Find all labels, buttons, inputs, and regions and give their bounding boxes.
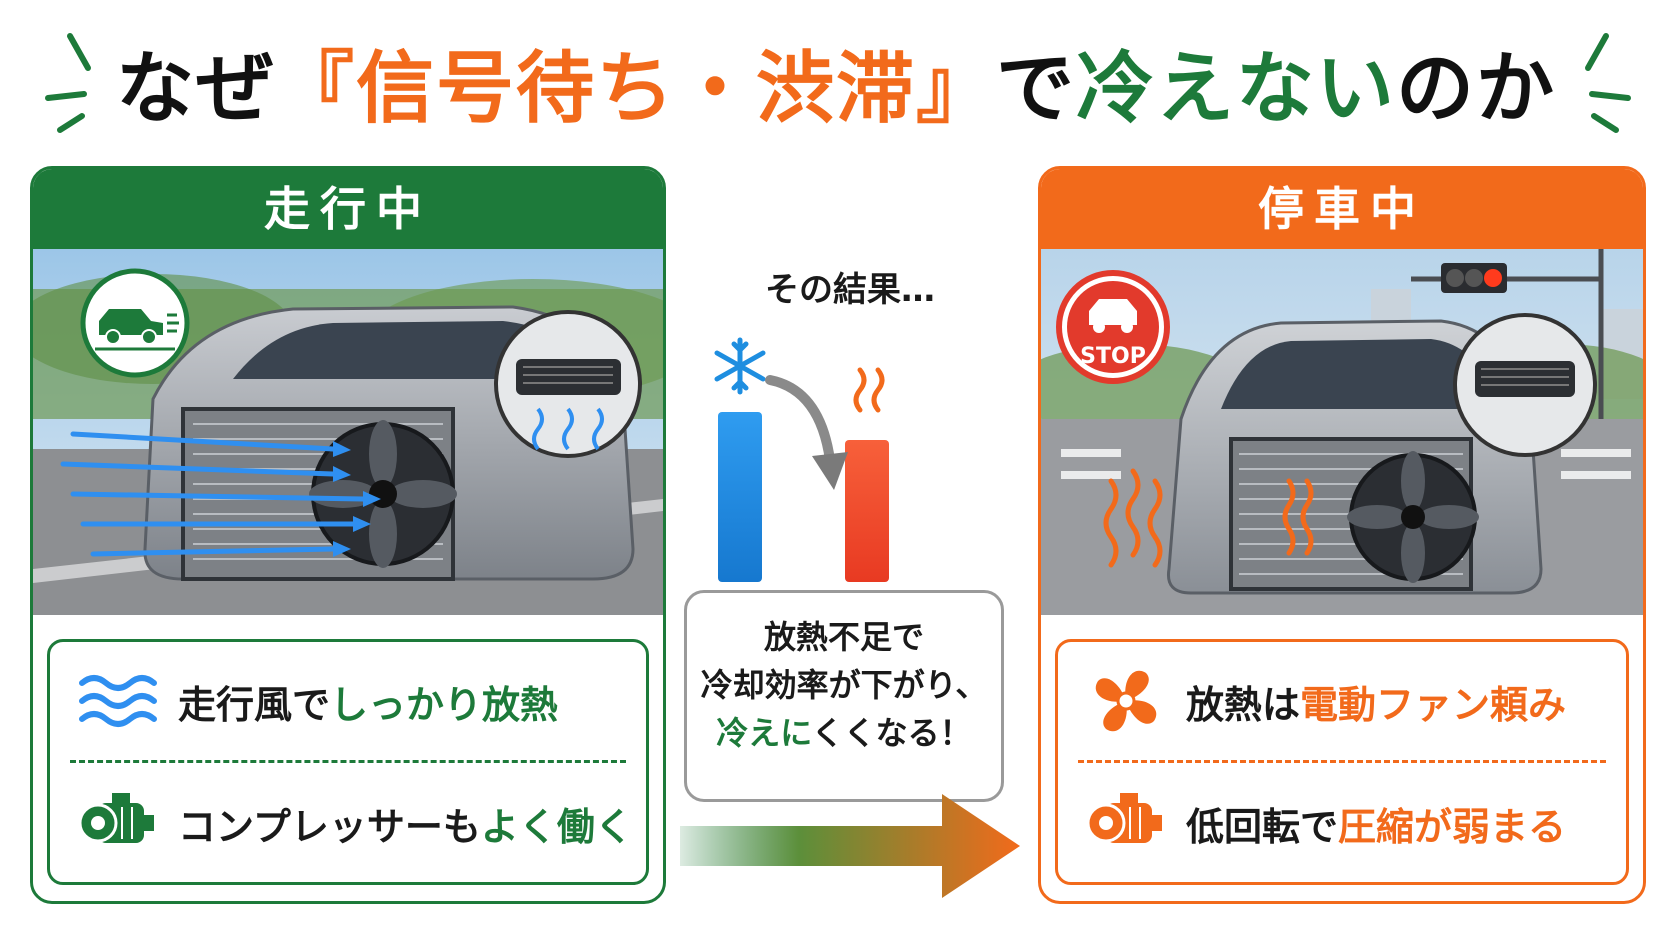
callout-line-3-rest: くくなる！ [811, 714, 972, 752]
stopped-compressor-text: 低回転で [1186, 804, 1339, 849]
stop-sign-icon: STOP [1056, 270, 1170, 384]
page-title: なぜ『信号待ち・渋滞』で冷えないのか [0, 24, 1672, 154]
compressor-icon [78, 793, 154, 843]
drop-arrow [765, 375, 835, 465]
cooling-drop-graphic [714, 337, 889, 582]
driving-info-row-compressor: コンプレッサーもよく働く [50, 764, 646, 882]
transition-arrow [680, 794, 1020, 898]
fan-icon [1095, 670, 1157, 732]
stopped-panel: 停車中 [1038, 166, 1646, 904]
driving-scene-illustration [33, 249, 663, 615]
stop-sign-label: STOP [1080, 344, 1146, 369]
stopped-panel-header: 停車中 [1041, 169, 1643, 249]
result-callout: 放熱不足で 冷却効率が下がり、 冷えにくくなる！ [684, 590, 1004, 802]
callout-line-3: 冷えにくくなる！ [687, 709, 1001, 757]
title-accent-right [1585, 33, 1631, 133]
result-label: その結果… [765, 270, 935, 310]
stopped-fan-highlight: 電動ファン頼み [1300, 682, 1567, 727]
driving-panel-header: 走行中 [33, 169, 663, 249]
title-part-2: 『信号待ち・渋滞』 [275, 44, 996, 134]
car-moving-icon [80, 268, 190, 378]
wind-icon [79, 675, 157, 727]
driving-compressor-text: コンプレッサーも [178, 804, 481, 849]
heat-icon [853, 367, 885, 413]
callout-line-1: 放熱不足で [763, 618, 924, 656]
snowflake-icon [714, 337, 766, 395]
driving-info-box: 走行風でしっかり放熱 コンプレッサーもよく働く [47, 639, 649, 885]
title-part-1: なぜ [115, 44, 276, 134]
driving-wind-text: 走行風で [178, 682, 331, 727]
callout-line-2: 冷却効率が下がり、 [700, 666, 988, 704]
stopped-compressor-highlight: 圧縮が弱まる [1338, 804, 1567, 849]
driving-info-row-wind: 走行風でしっかり放熱 [50, 642, 646, 760]
warm-level-bar [845, 440, 889, 582]
title-accent-left [45, 33, 91, 133]
stopped-info-row-compressor: 低回転で圧縮が弱まる [1058, 764, 1626, 882]
stopped-info-row-fan: 放熱は電動ファン頼み [1058, 642, 1626, 760]
title-part-4: 冷えない [1076, 44, 1397, 134]
driving-wind-highlight: しっかり放熱 [330, 682, 559, 727]
stopped-info-divider [1078, 760, 1606, 763]
stopped-scene-illustration: STOP [1041, 249, 1643, 615]
stopped-fan-text: 放熱は [1186, 682, 1301, 727]
compressor-icon [1086, 793, 1162, 843]
cool-level-bar [718, 412, 762, 582]
driving-info-divider [70, 760, 626, 763]
title-part-3: で [995, 44, 1076, 134]
driving-compressor-highlight: よく働く [480, 804, 633, 849]
callout-line-3-highlight: 冷えに [716, 714, 812, 752]
stopped-info-box: 放熱は電動ファン頼み 低回転で圧縮が弱まる [1055, 639, 1629, 885]
title-part-5: のか [1396, 44, 1557, 134]
driving-panel: 走行中 [30, 166, 666, 904]
